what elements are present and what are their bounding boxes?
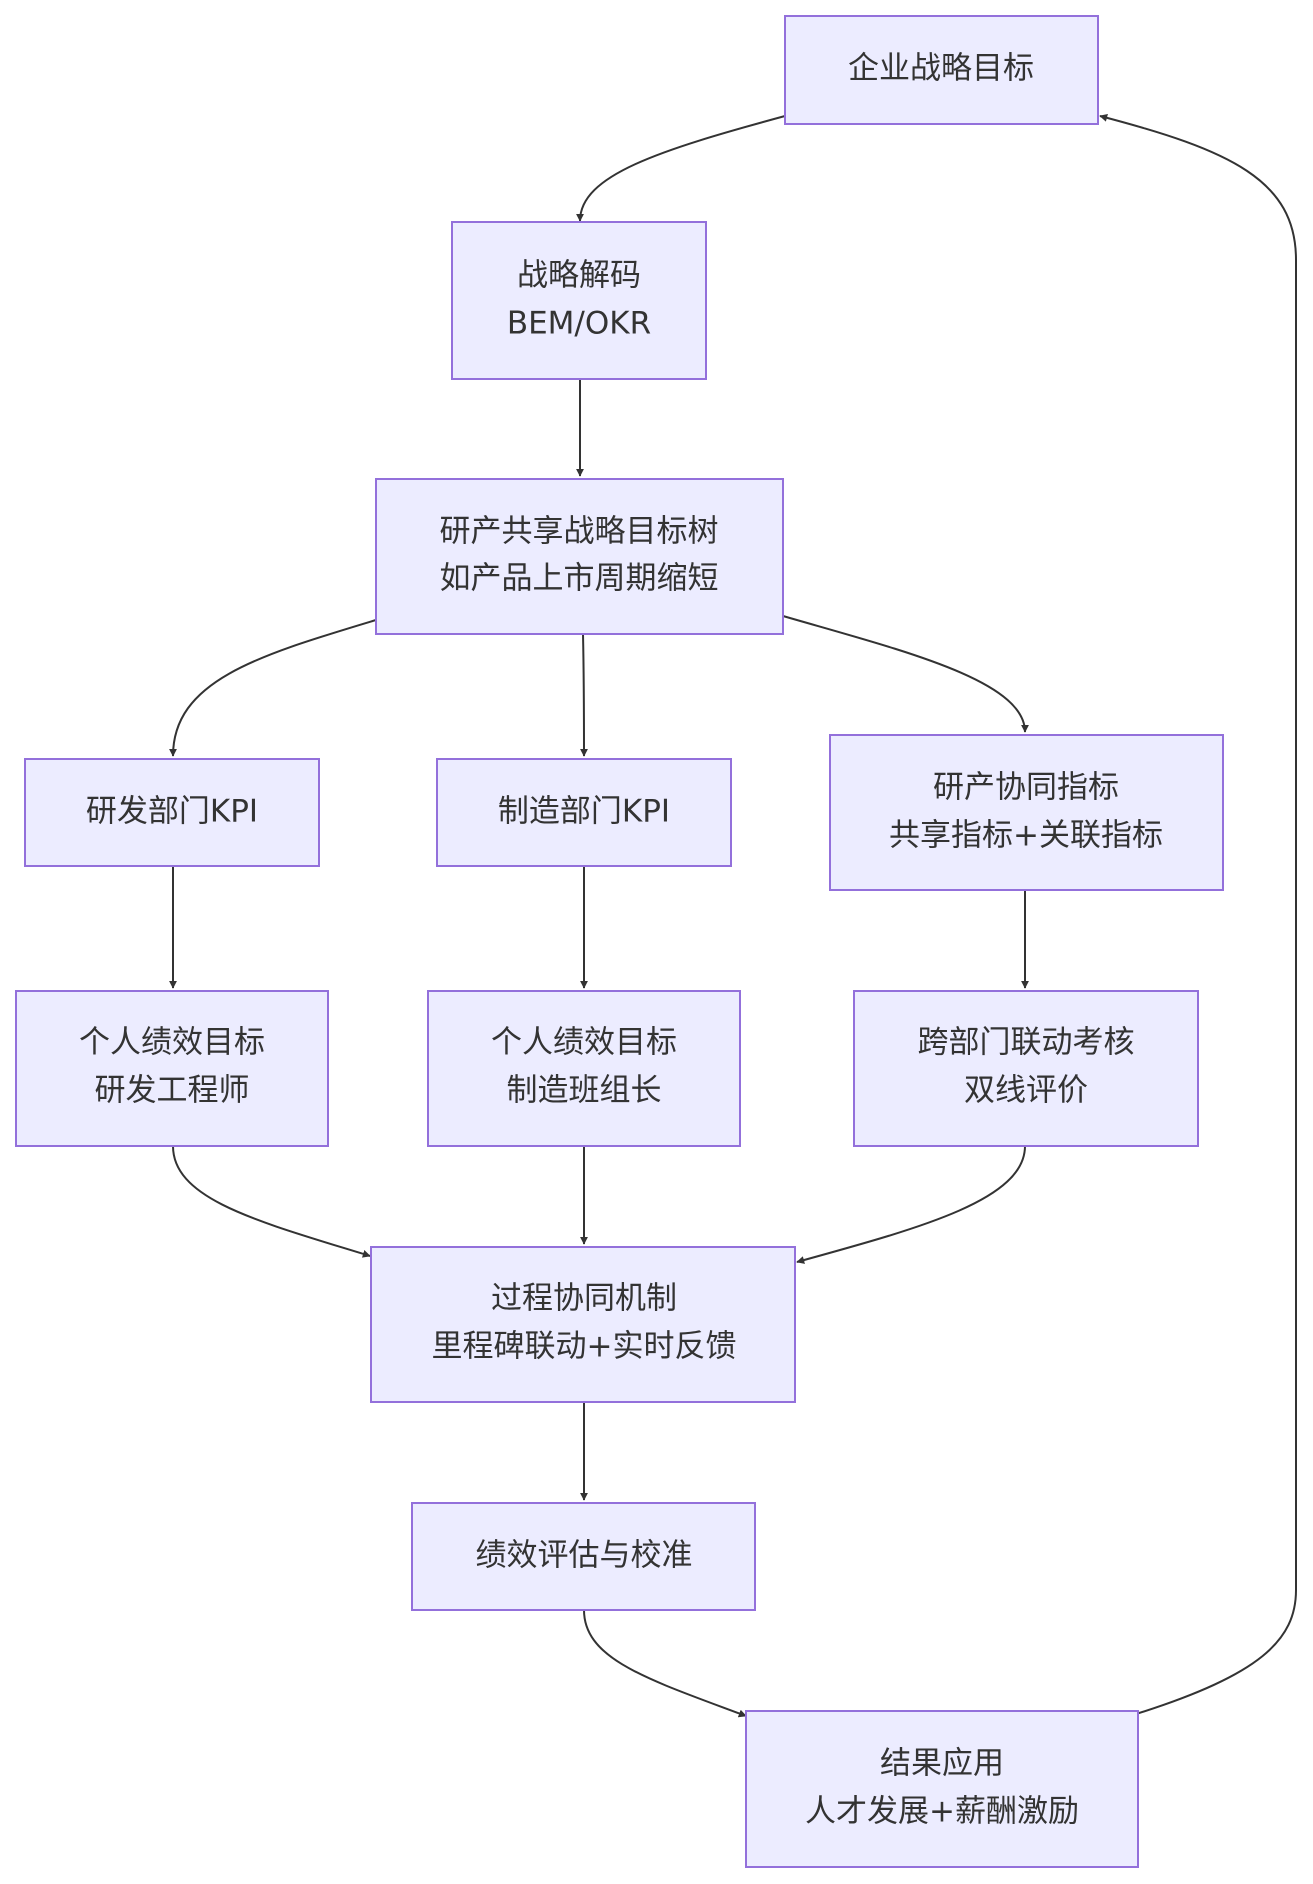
edge-goal-to-decode — [576, 115, 786, 222]
node-personal-mfg-line-2: 制造班组长 — [507, 1073, 662, 1109]
node-cross-dept-line-2: 双线评价 — [964, 1073, 1088, 1109]
node-rd-kpi-line-1: 研发部门KPI — [86, 794, 258, 830]
node-cross-dept: 跨部门联动考核 双线评价 — [853, 990, 1199, 1147]
edge-result-to-goal — [1099, 113, 1297, 1715]
node-strategy-decode-line-2: BEM/OKR — [507, 306, 651, 342]
edge-personal-rd-to-process — [172, 1145, 371, 1258]
node-evaluation: 绩效评估与校准 — [411, 1502, 756, 1611]
node-result-apply-line-2: 人才发展+薪酬激励 — [805, 1794, 1079, 1830]
edges — [169, 113, 1297, 1718]
node-personal-rd-line-2: 研发工程师 — [95, 1073, 250, 1109]
node-cross-dept-line-1: 跨部门联动考核 — [918, 1025, 1135, 1061]
node-personal-mfg-line-1: 个人绩效目标 — [491, 1025, 677, 1061]
node-result-apply-line-1: 结果应用 — [880, 1746, 1004, 1782]
edge-tree-to-rd-kpi — [169, 619, 377, 757]
node-mfg-kpi: 制造部门KPI — [436, 758, 732, 867]
node-strategy-goal-line-1: 企业战略目标 — [848, 51, 1034, 87]
edge-cross-to-process — [796, 1145, 1026, 1264]
node-evaluation-line-1: 绩效评估与校准 — [476, 1538, 693, 1574]
node-collab-metrics: 研产协同指标 共享指标+关联指标 — [829, 734, 1224, 891]
node-process-collab-line-2: 里程碑联动+实时反馈 — [432, 1329, 737, 1365]
node-process-collab-line-1: 过程协同机制 — [491, 1281, 677, 1317]
edge-tree-to-collab — [782, 615, 1029, 733]
edge-tree-to-mfg-kpi — [579, 633, 588, 757]
node-shared-tree-line-1: 研产共享战略目标树 — [440, 514, 719, 550]
node-personal-rd-line-1: 个人绩效目标 — [79, 1025, 265, 1061]
node-collab-metrics-line-2: 共享指标+关联指标 — [889, 818, 1163, 854]
node-rd-kpi: 研发部门KPI — [24, 758, 320, 867]
node-collab-metrics-line-1: 研产协同指标 — [933, 770, 1119, 806]
node-result-apply: 结果应用 人才发展+薪酬激励 — [745, 1710, 1139, 1868]
node-personal-rd: 个人绩效目标 研发工程师 — [15, 990, 329, 1147]
node-mfg-kpi-line-1: 制造部门KPI — [498, 794, 670, 830]
edge-eval-to-result — [583, 1609, 747, 1718]
node-shared-tree: 研产共享战略目标树 如产品上市周期缩短 — [375, 478, 784, 635]
node-strategy-decode-line-1: 战略解码 — [517, 258, 641, 294]
node-strategy-decode: 战略解码 BEM/OKR — [451, 221, 707, 380]
node-process-collab: 过程协同机制 里程碑联动+实时反馈 — [370, 1246, 796, 1403]
node-shared-tree-line-2: 如产品上市周期缩短 — [440, 561, 719, 597]
node-strategy-goal: 企业战略目标 — [784, 15, 1099, 125]
node-personal-mfg: 个人绩效目标 制造班组长 — [427, 990, 741, 1147]
